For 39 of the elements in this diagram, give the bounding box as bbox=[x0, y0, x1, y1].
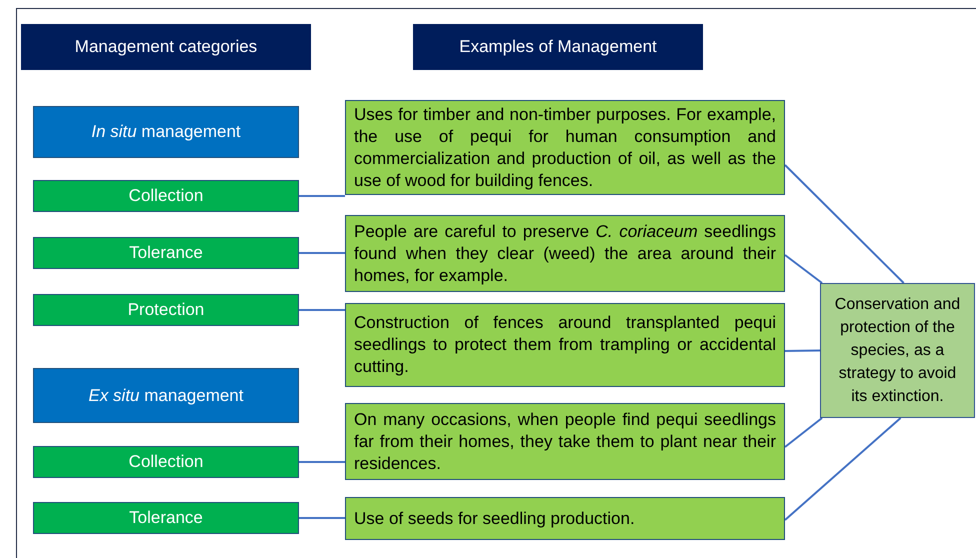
connector-line bbox=[784, 417, 823, 448]
goal-box bbox=[820, 283, 975, 418]
box-text: Uses for timber and non-timber purposes. For example, the use of pequi for human consumption and commercialization and production of oil, as well as the use of wood for building fences. bbox=[354, 104, 776, 192]
connector-line bbox=[299, 195, 345, 197]
box-text: Protection bbox=[128, 299, 204, 322]
example-box bbox=[345, 303, 785, 387]
category-box bbox=[33, 106, 299, 158]
connector-line bbox=[299, 461, 345, 463]
connector-line bbox=[784, 417, 902, 521]
column-header bbox=[413, 24, 703, 70]
box-text: On many occasions, when people find pequi seedlings far from their homes, they take them to plant near their residences. bbox=[354, 408, 776, 474]
management-type-box bbox=[33, 502, 299, 534]
box-text: Management categories bbox=[74, 36, 258, 58]
box-text: Examples of Management bbox=[459, 36, 657, 58]
connector-line bbox=[784, 164, 904, 284]
category-box bbox=[33, 368, 299, 423]
management-type-box bbox=[33, 237, 299, 269]
box-text: Use of seeds for seedling production. bbox=[354, 508, 636, 530]
box-text: In situ management bbox=[91, 121, 241, 144]
box-text: Construction of fences around transplanted pequi seedlings to protect them from trampling or accidental cutting. bbox=[354, 312, 776, 378]
connector-line bbox=[784, 254, 823, 284]
example-box bbox=[345, 403, 785, 480]
box-text: Conservation and protection of the species, as a strategy to avoid its extinction. bbox=[834, 295, 962, 407]
box-text: Collection bbox=[128, 185, 204, 208]
box-text: Tolerance bbox=[129, 507, 203, 530]
management-type-box bbox=[33, 446, 299, 478]
column-header bbox=[21, 24, 311, 70]
box-text: People are careful to preserve C. coriaceum seedlings found when they clear (weed) the area around their homes, for example. bbox=[354, 220, 776, 286]
example-box bbox=[345, 497, 785, 540]
connector-line bbox=[784, 350, 820, 352]
connector-line bbox=[299, 309, 345, 311]
connector-line bbox=[299, 252, 345, 254]
connector-line bbox=[299, 517, 345, 519]
management-type-box bbox=[33, 294, 299, 326]
management-type-box bbox=[33, 180, 299, 212]
box-text: Collection bbox=[128, 451, 204, 474]
box-text: Ex situ management bbox=[88, 384, 244, 407]
box-text: Tolerance bbox=[129, 242, 203, 264]
example-box bbox=[345, 215, 785, 292]
